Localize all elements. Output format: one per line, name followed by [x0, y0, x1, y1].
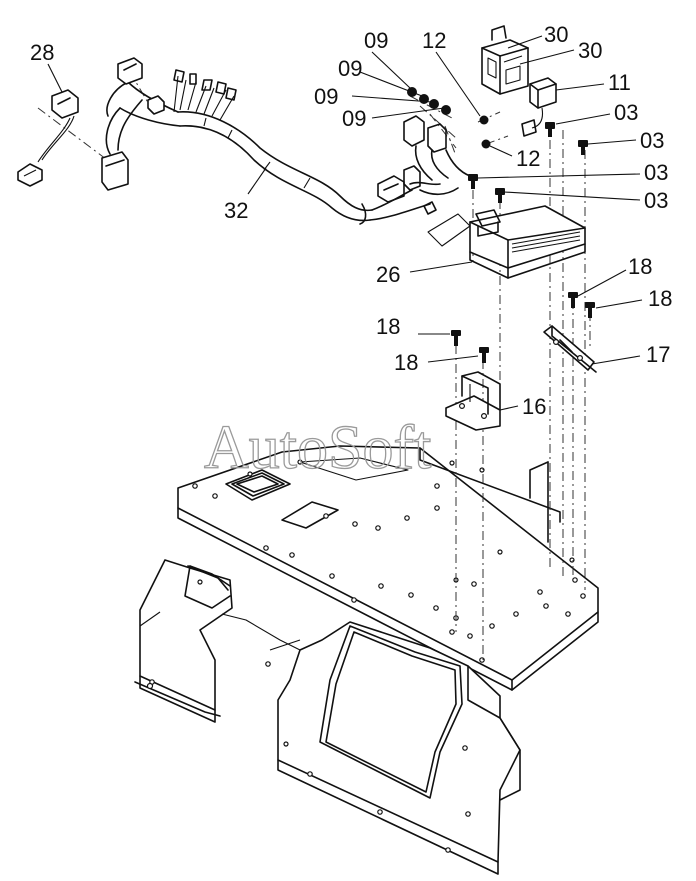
callout-03-b: 03: [640, 128, 664, 153]
leader-lines: [47, 35, 643, 411]
callout-03-c: 03: [644, 160, 668, 185]
callout-32: 32: [224, 198, 248, 223]
bolt-18d: [585, 302, 595, 318]
callout-09-a: 09: [364, 28, 388, 53]
watermark: AutoSoft: [204, 414, 431, 482]
callout-18-b: 18: [394, 350, 418, 375]
callout-26: 26: [376, 262, 400, 287]
callout-12-a: 12: [422, 28, 446, 53]
relay-30: [481, 25, 529, 95]
screw-12b: [481, 139, 491, 149]
controller-box-26: [469, 205, 586, 279]
callout-labels: 28 32 09 09 09 09 12 12 30 30 11 03 03 0…: [30, 22, 672, 419]
callout-09-b: 09: [338, 56, 362, 81]
bolt-03c: [545, 122, 555, 137]
callout-18-c: 18: [628, 254, 652, 279]
callout-03-a: 03: [614, 100, 638, 125]
bracket-16: [445, 371, 501, 431]
lower-frame: [134, 559, 521, 875]
bolt-03b: [495, 188, 505, 203]
callout-11: 11: [608, 70, 631, 95]
callout-16: 16: [522, 394, 546, 419]
screw-12a: [479, 115, 489, 125]
bolt-03d: [578, 140, 588, 155]
nut-09c: [429, 99, 439, 109]
bolts: [407, 87, 595, 363]
callout-30-a: 30: [544, 22, 568, 47]
plate-holes: [192, 459, 586, 663]
wire-harness-32: [101, 57, 471, 247]
callout-17: 17: [646, 342, 670, 367]
callout-09-c: 09: [314, 84, 338, 109]
callout-18-a: 18: [376, 314, 400, 339]
bolt-18b: [479, 347, 489, 363]
bolt-18c: [568, 292, 578, 308]
callout-09-d: 09: [342, 106, 366, 131]
callout-18-d: 18: [648, 286, 672, 311]
switch-11: [521, 77, 557, 137]
floor-plate: [177, 445, 599, 691]
nut-09d: [441, 105, 451, 115]
callout-12-b: 12: [516, 146, 540, 171]
callout-03-d: 03: [644, 188, 668, 213]
callout-28: 28: [30, 40, 54, 65]
bracket-17: [543, 325, 597, 373]
callout-30-b: 30: [578, 38, 602, 63]
bolt-18a: [451, 330, 461, 346]
sensor-28: [17, 89, 79, 187]
